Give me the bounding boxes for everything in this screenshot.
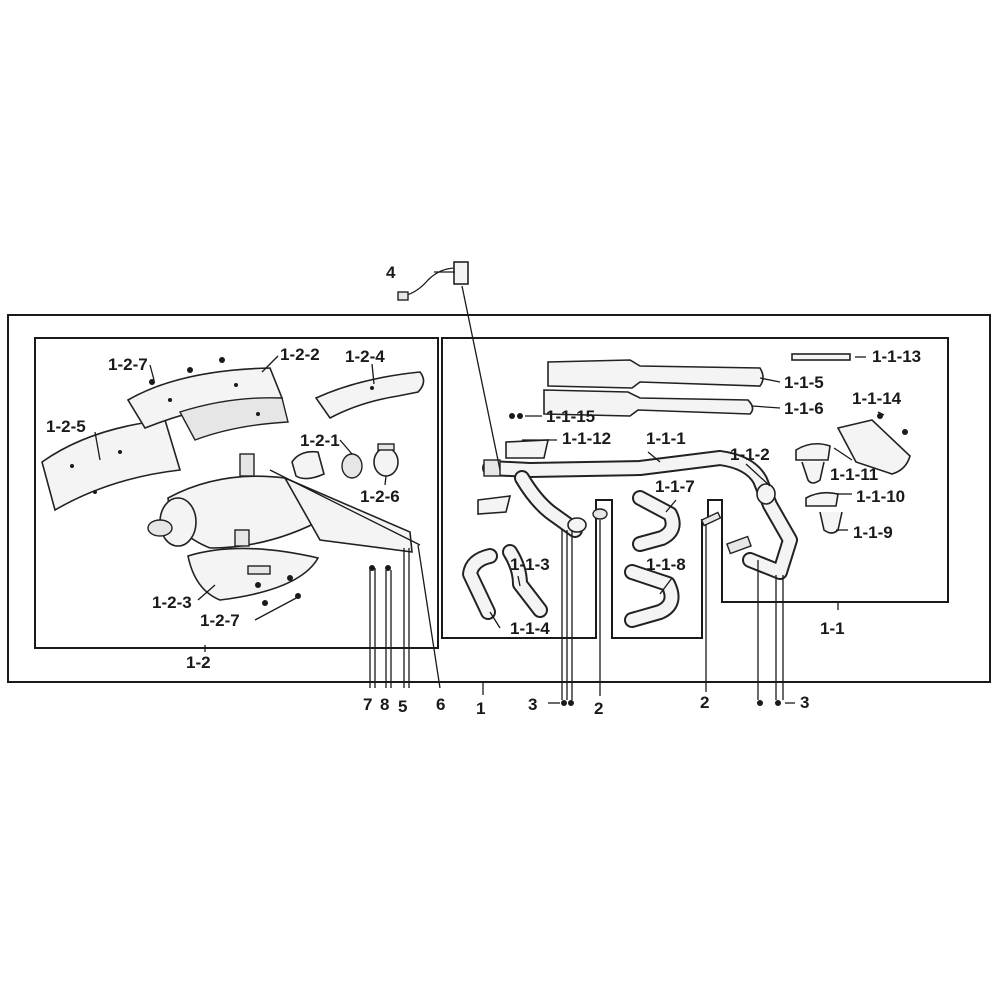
label-1-1-9: 1-1-9 (853, 523, 893, 542)
label-8: 8 (380, 695, 389, 714)
heat-shield-1-1-5 (547, 359, 764, 389)
bracket-1-1-12 (477, 439, 550, 515)
label-7: 7 (363, 695, 372, 714)
label-1-1-4: 1-1-4 (510, 619, 550, 638)
label-2-right: 2 (700, 693, 709, 712)
label-1-1-12: 1-1-12 (562, 429, 611, 448)
gaskets-2 (592, 508, 752, 555)
label-1-2-4: 1-2-4 (345, 347, 385, 366)
label-1-2-5: 1-2-5 (46, 417, 86, 436)
label-1-2-1: 1-2-1 (300, 431, 340, 450)
label-1-1-5: 1-1-5 (784, 373, 824, 392)
label-1-2-7-top: 1-2-7 (108, 355, 148, 374)
label-6: 6 (436, 695, 445, 714)
heat-shield-1-1-6 (543, 389, 754, 417)
label-1-1-2: 1-1-2 (730, 445, 770, 464)
label-1-1-8: 1-1-8 (646, 555, 686, 574)
label-1: 1 (476, 699, 485, 718)
heat-shield-1-2-2 (126, 367, 289, 441)
assembly-1-frame (7, 314, 991, 683)
label-1-2-6: 1-2-6 (360, 487, 400, 506)
pipe-assembly-1-1-1 (482, 450, 798, 580)
label-1-1: 1-1 (820, 619, 845, 638)
label-1-1-14: 1-1-14 (852, 389, 902, 408)
clamp-1-2-6 (373, 443, 399, 477)
label-1-2-2: 1-2-2 (280, 345, 320, 364)
label-1-1-11: 1-1-11 (830, 465, 878, 484)
label-1-1-15: 1-1-15 (546, 407, 595, 426)
label-5: 5 (398, 697, 407, 716)
label-1-1-3: 1-1-3 (510, 555, 550, 574)
label-1-1-13: 1-1-13 (872, 347, 921, 366)
label-1-1-6: 1-1-6 (784, 399, 824, 418)
label-1-1-10: 1-1-10 (856, 487, 905, 506)
heat-shield-1-2-5 (41, 419, 182, 512)
heat-shield-1-2-3 (187, 547, 320, 601)
label-1-1-7: 1-1-7 (655, 477, 695, 496)
label-4: 4 (386, 263, 396, 282)
gasket-1-2-1 (291, 450, 363, 480)
label-3-left: 3 (528, 695, 537, 714)
label-1-2: 1-2 (186, 653, 211, 672)
callout-labels: 4 1-2-7 1-2-2 1-2-4 1-2-5 1-2-1 1-2-6 1-… (46, 263, 921, 718)
label-2-left: 2 (594, 699, 603, 718)
label-3-right: 3 (800, 693, 809, 712)
label-1-2-3: 1-2-3 (152, 593, 192, 612)
subassembly-1-2-frame (34, 337, 439, 649)
heat-shield-1-2-4 (314, 371, 425, 420)
label-1-2-7-bottom: 1-2-7 (200, 611, 240, 630)
strap-1-1-13 (791, 353, 851, 361)
label-1-1-1: 1-1-1 (646, 429, 686, 448)
bolts-1-2-7 (149, 357, 391, 606)
oxygen-sensor-4 (397, 261, 469, 301)
leader-lines (94, 271, 908, 706)
muffler-1-2 (147, 453, 413, 553)
